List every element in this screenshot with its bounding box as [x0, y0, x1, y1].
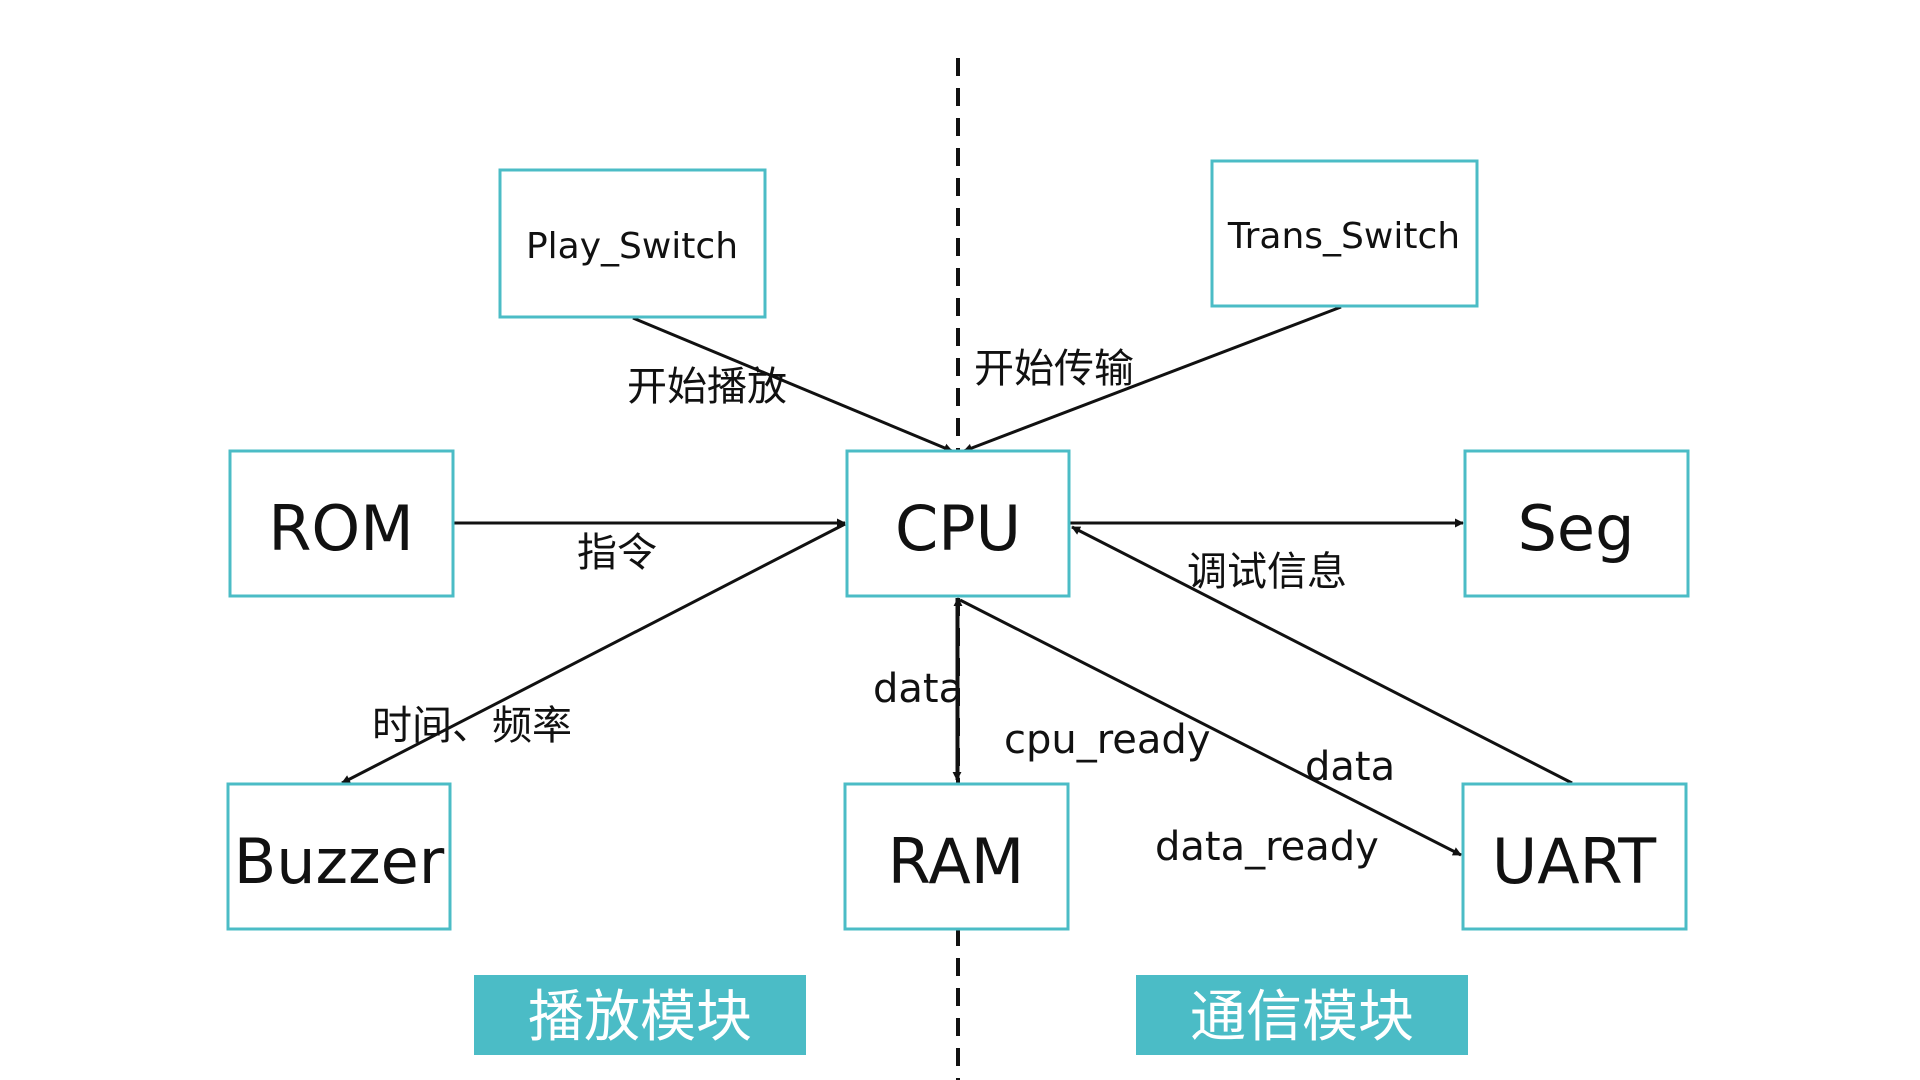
- label-instruction: 指令: [577, 530, 657, 576]
- label-cpu-ready: cpu_ready: [1004, 717, 1210, 763]
- edge-trans-switch-to-cpu: [963, 305, 1342, 453]
- play-switch-label: Play_Switch: [526, 226, 738, 267]
- rom-box: [228, 449, 455, 598]
- buzzer-box: [226, 782, 452, 931]
- label-debug-info: 调试信息: [1187, 549, 1347, 595]
- comm-module-label: 通信模块: [1190, 985, 1414, 1050]
- cpu-label: CPU: [895, 492, 1021, 565]
- label-time-freq: 时间、频率: [372, 703, 572, 749]
- seg-label: Seg: [1518, 492, 1635, 565]
- edge-cpu-to-buzzer: [341, 522, 846, 785]
- comm-module-tag: [1136, 975, 1468, 1055]
- label-start-play: 开始播放: [627, 364, 787, 410]
- ram-label: RAM: [888, 825, 1024, 898]
- label-data-ready: data_ready: [1155, 824, 1379, 870]
- play-module-label: 播放模块: [528, 985, 752, 1050]
- rom-label: ROM: [268, 492, 413, 565]
- uart-box: [1461, 782, 1688, 931]
- edge-uart-to-cpu: [1071, 525, 1573, 785]
- label-start-trans: 开始传输: [974, 346, 1134, 392]
- trans-switch-box: [1210, 159, 1479, 308]
- seg-box: [1463, 449, 1690, 598]
- play-switch-box: [498, 168, 767, 319]
- ram-box: [843, 782, 1070, 931]
- cpu-box: [845, 449, 1071, 598]
- edge-cpu-to-uart: [959, 598, 1462, 857]
- trans-switch-label: Trans_Switch: [1227, 216, 1460, 257]
- label-ram-data: data: [873, 666, 963, 712]
- uart-label: UART: [1492, 825, 1657, 898]
- buzzer-label: Buzzer: [234, 825, 445, 898]
- label-uart-data: data: [1305, 744, 1395, 790]
- edge-play-switch-to-cpu: [632, 316, 953, 453]
- play-module-tag: [474, 975, 806, 1055]
